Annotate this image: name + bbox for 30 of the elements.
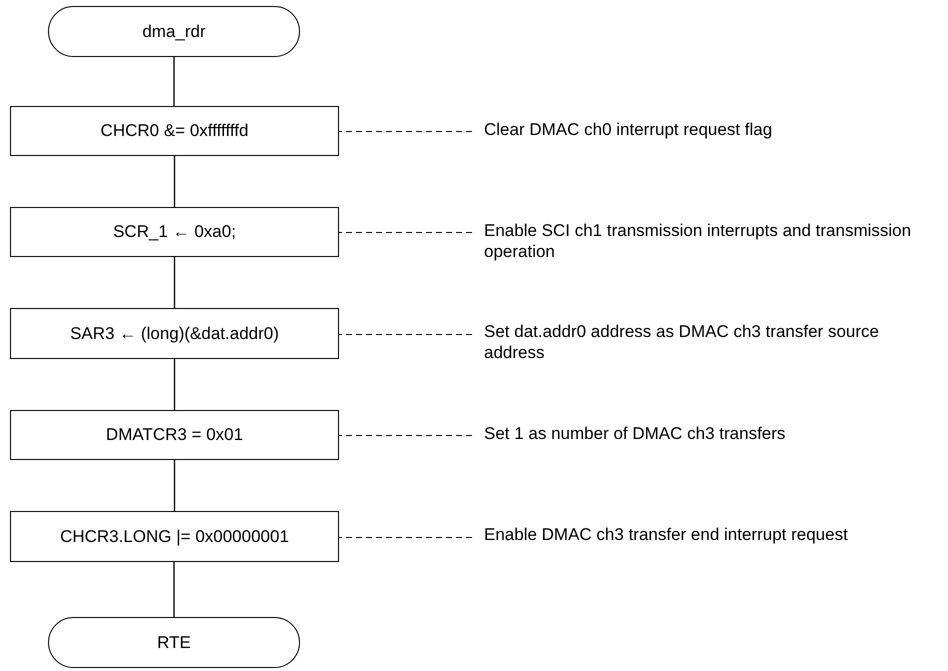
note-text: Set dat.addr0 address as DMAC ch3 transfer source address xyxy=(472,321,940,363)
leader-line xyxy=(338,537,472,538)
leader-line xyxy=(338,232,472,233)
process-box xyxy=(10,106,339,156)
step-label: RTE xyxy=(157,632,191,652)
process-box xyxy=(10,308,339,359)
terminator-shape xyxy=(48,6,300,57)
flow-line xyxy=(174,257,176,308)
note-text: Set 1 as number of DMAC ch3 transfers xyxy=(472,422,940,444)
leader-line xyxy=(338,334,472,335)
note-text: Enable DMAC ch3 transfer end interrupt request xyxy=(472,524,940,545)
step-label: dma_rdr xyxy=(142,22,206,42)
step-label: SAR3 ← (long)(&dat.addr0) xyxy=(70,324,279,344)
note-text: Enable SCI ch1 transmission interrupts and transmission operation xyxy=(472,220,940,262)
step-label: CHCR3.LONG |= 0x00000001 xyxy=(60,526,289,546)
process-box xyxy=(10,511,339,562)
flow-line xyxy=(173,562,175,617)
flow-line xyxy=(174,359,176,410)
leader-line xyxy=(338,435,472,436)
step-label: DMATCR3 = 0x01 xyxy=(106,425,244,445)
process-box xyxy=(10,207,339,257)
flow-line xyxy=(174,156,176,207)
process-box xyxy=(10,410,339,460)
flow-line xyxy=(174,460,176,511)
flow-line xyxy=(173,57,175,106)
terminator-shape xyxy=(48,617,300,668)
leader-line xyxy=(338,131,472,132)
step-label: CHCR0 &= 0xfffffffd xyxy=(100,121,248,141)
step-label: SCR_1 ← 0xa0; xyxy=(113,222,236,242)
note-text: Clear DMAC ch0 interrupt request flag xyxy=(472,118,940,140)
